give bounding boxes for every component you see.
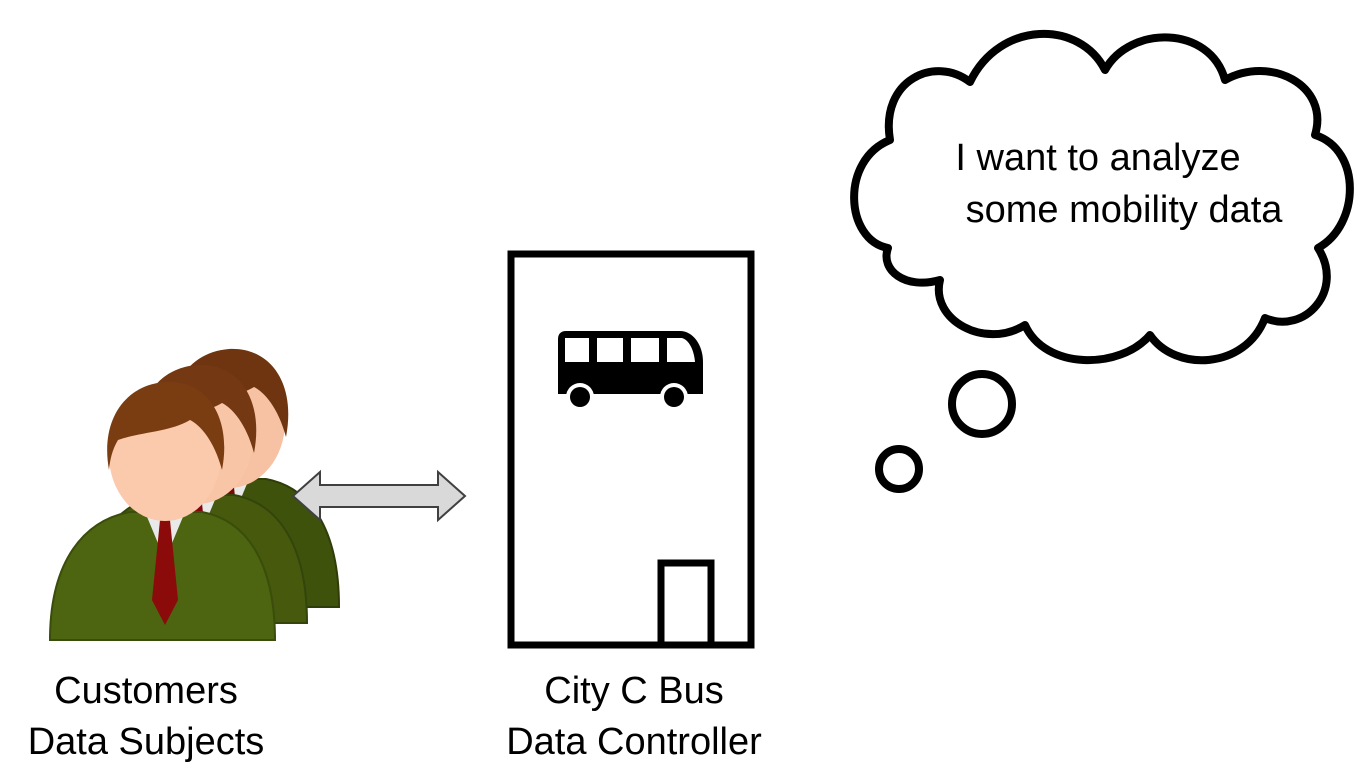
building-door: [657, 559, 715, 649]
thought-line-2: some mobility data: [966, 189, 1284, 231]
thought-dot-small: [875, 445, 923, 493]
cloud-shape: [850, 29, 1354, 365]
thought-dot-large: [948, 370, 1016, 438]
building-icon: [507, 250, 755, 649]
person-front: [48, 381, 277, 641]
double-arrow-icon: [291, 469, 467, 523]
thought-line-1: I want to analyze: [955, 137, 1240, 179]
customers-label: Customers: [54, 670, 238, 712]
bus-icon: [558, 331, 703, 411]
city-bus-label: City C Bus: [544, 670, 723, 712]
data-controller-label: Data Controller: [506, 721, 762, 763]
thought-bubble: I want to analyze some mobility data: [850, 29, 1354, 493]
people-group-icon: [48, 348, 341, 641]
data-subjects-label: Data Subjects: [28, 721, 265, 763]
building-outline: [507, 250, 755, 649]
